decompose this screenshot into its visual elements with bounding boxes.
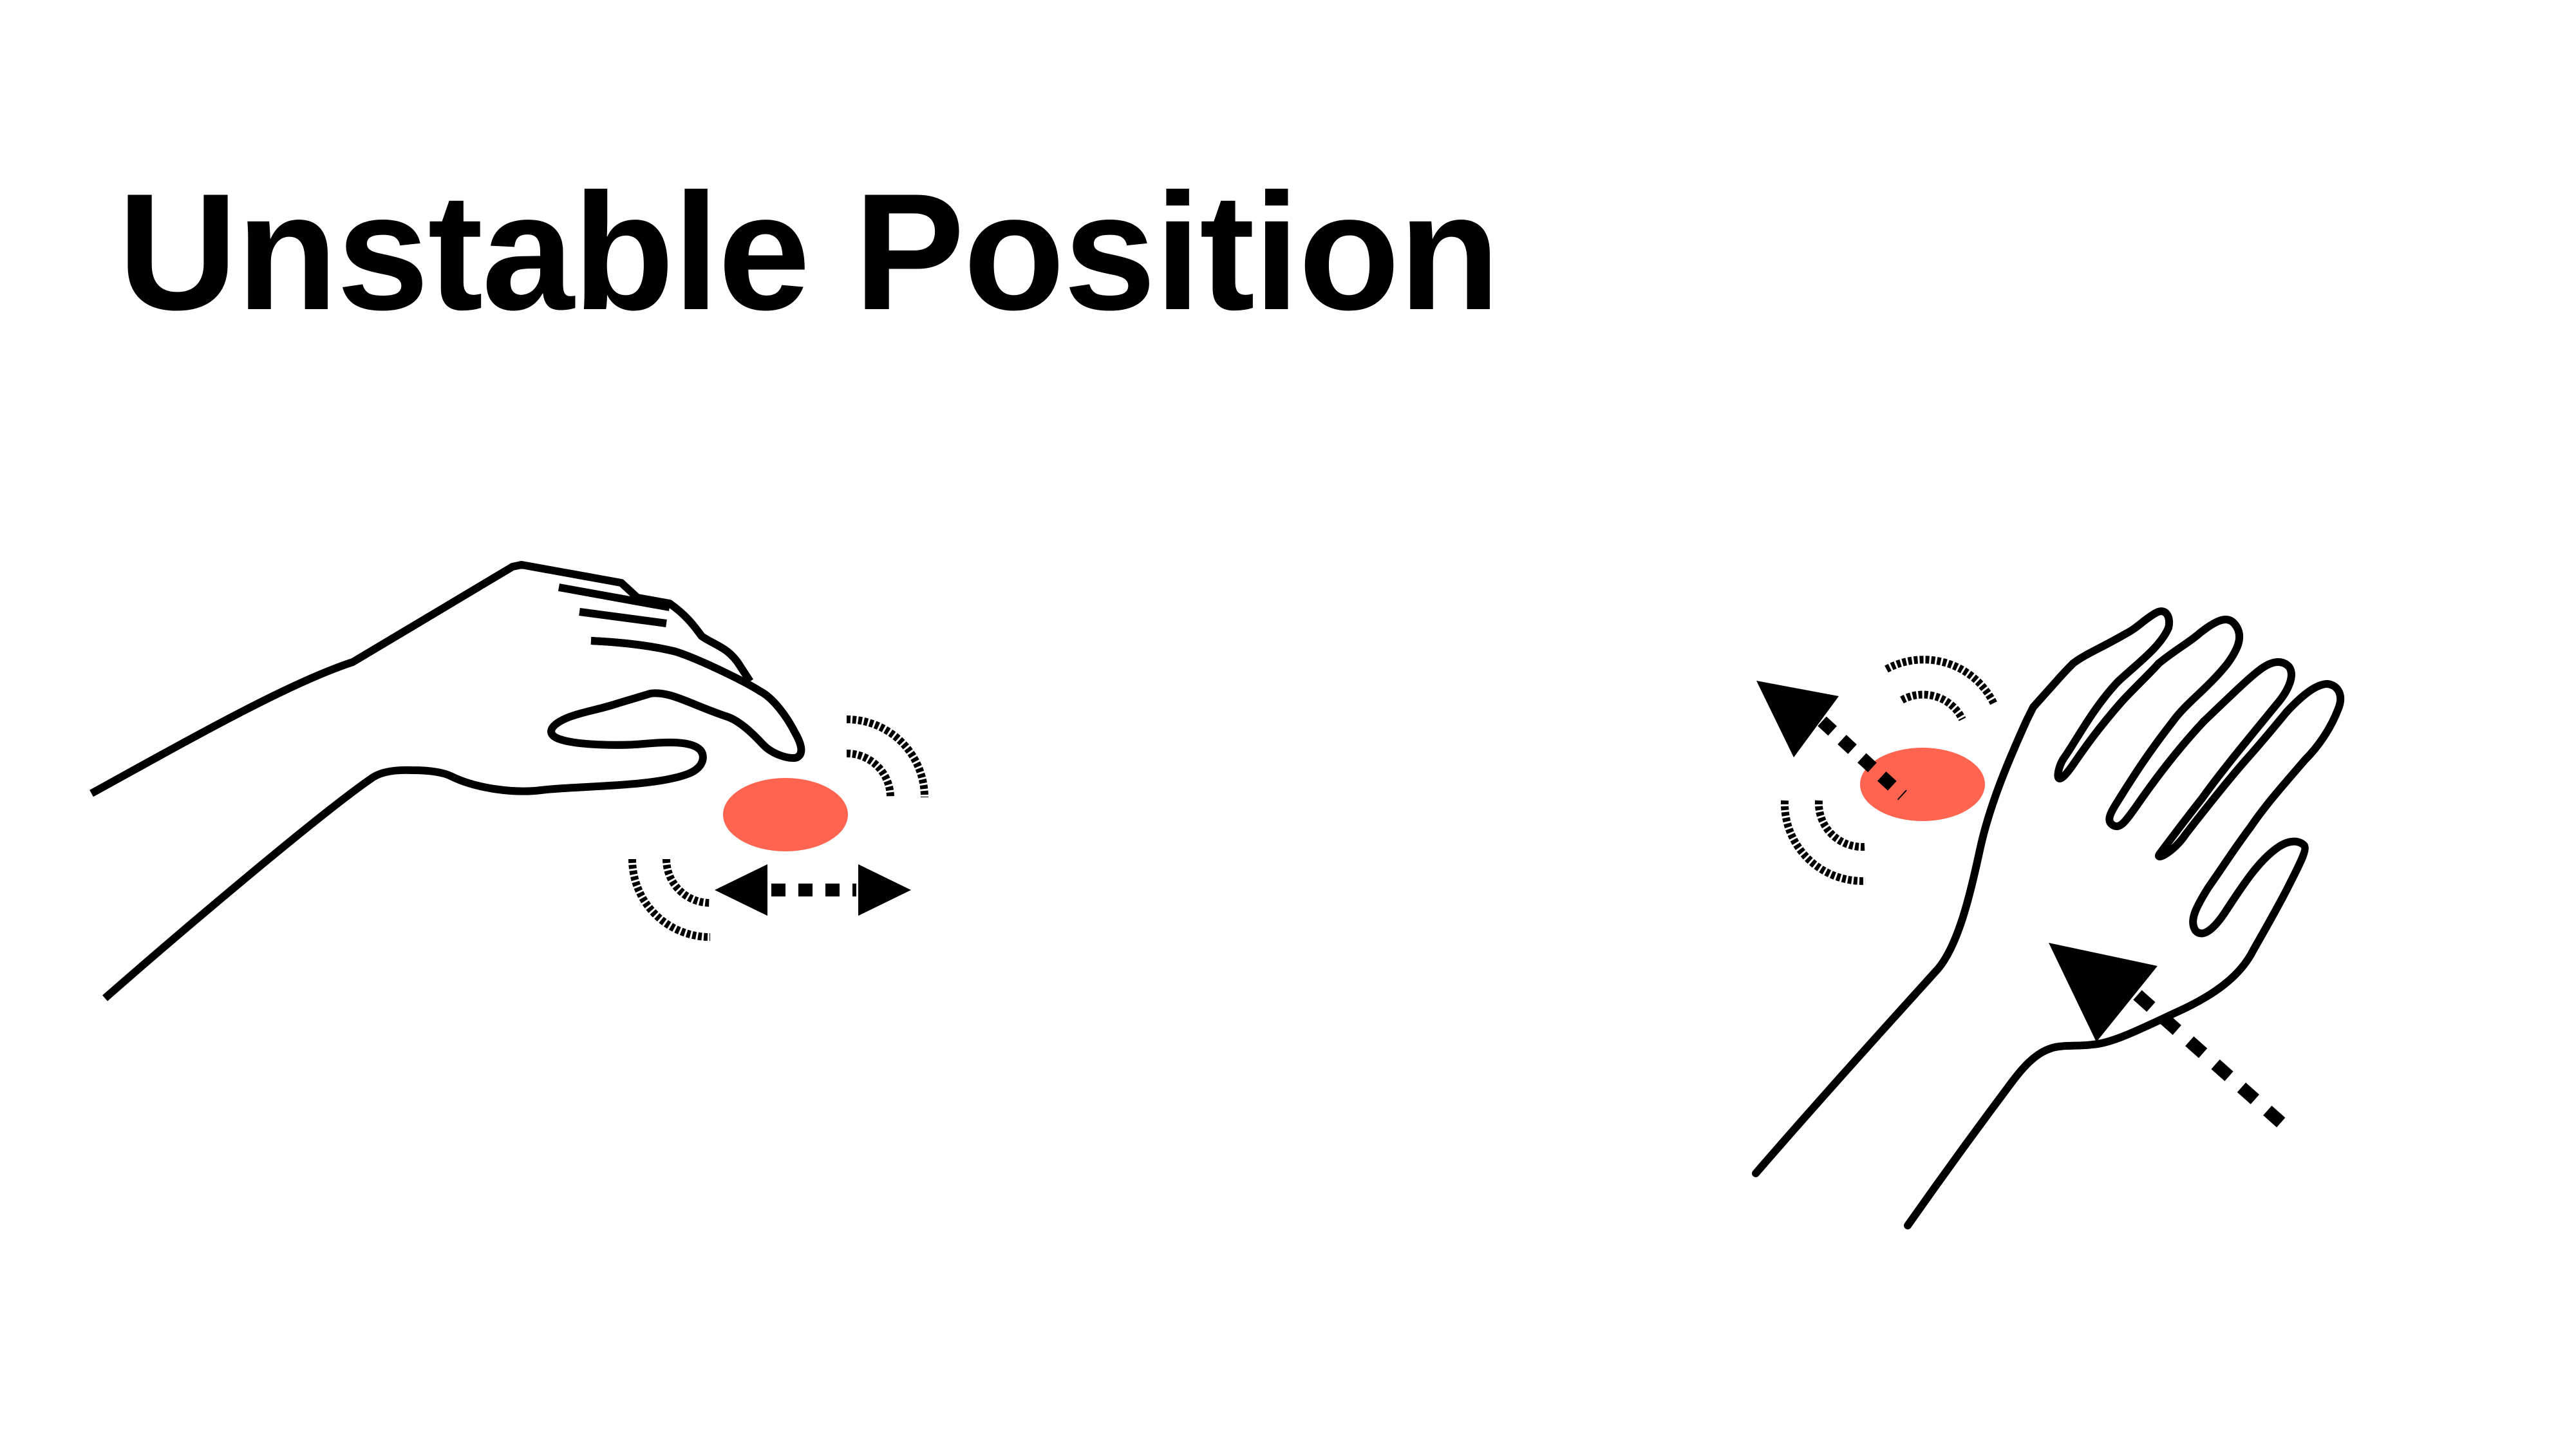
right-contact-point [1860,748,1985,821]
left-vibration-icon [628,715,928,941]
right-hand-icon [1752,607,2345,1229]
right-diagonal-arrow-bottom-icon [2049,943,2287,1129]
left-horizontal-arrow-icon [715,864,911,916]
slide-title: Unstable Position [118,158,1500,345]
left-contact-point [723,778,848,851]
right-diagonal-arrow-top-icon [1756,681,1907,800]
left-hand-icon [89,561,805,1001]
right-vibration-icon [1780,656,1998,886]
